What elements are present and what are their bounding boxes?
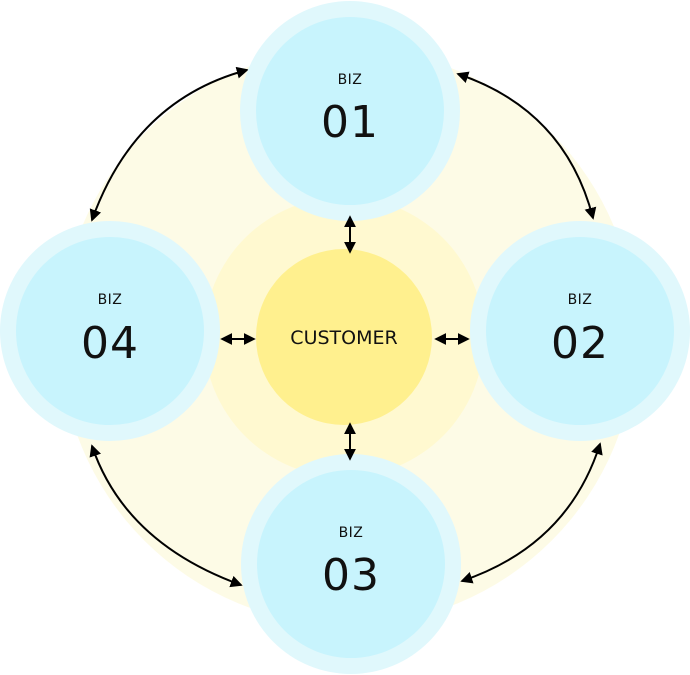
- node-fill: [16, 237, 204, 425]
- center-fill: [256, 249, 432, 425]
- node-fill: [256, 17, 444, 205]
- arrow-03-04: [89, 444, 243, 588]
- node-prefix: BIZ: [568, 292, 593, 308]
- node-number: 03: [322, 550, 380, 601]
- node-biz-02: BIZ 02: [470, 221, 690, 441]
- node-biz-04: BIZ 04: [0, 221, 220, 441]
- center-label: CUSTOMER: [290, 327, 397, 349]
- node-number: 02: [551, 318, 609, 369]
- node-fill: [486, 237, 674, 425]
- node-fill: [257, 470, 445, 658]
- node-prefix: BIZ: [338, 72, 363, 88]
- arrow-01-02: [456, 71, 597, 220]
- center-node: CUSTOMER: [256, 249, 432, 425]
- arrow-04-01: [89, 66, 249, 222]
- node-biz-03: BIZ 03: [241, 454, 461, 674]
- node-number: 04: [81, 318, 139, 369]
- arrow-02-03: [460, 442, 603, 584]
- node-prefix: BIZ: [339, 525, 364, 541]
- node-prefix: BIZ: [98, 292, 123, 308]
- node-number: 01: [321, 97, 379, 148]
- node-biz-01: BIZ 01: [240, 1, 460, 221]
